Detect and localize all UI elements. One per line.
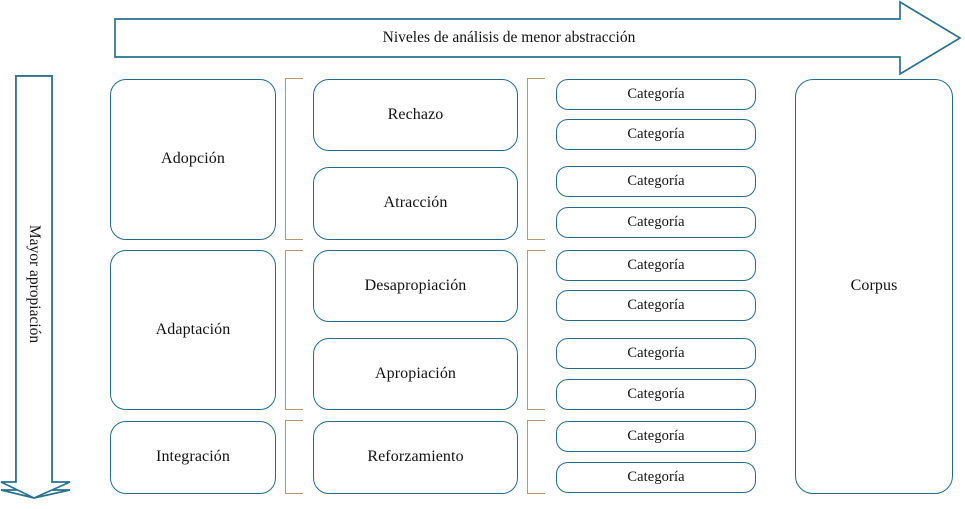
- corpus-box[interactable]: Corpus: [795, 79, 953, 494]
- bracket-col2-group-2: [285, 250, 303, 410]
- category-box[interactable]: Categoría: [556, 421, 756, 452]
- corpus-label: Corpus: [850, 277, 898, 295]
- category-box[interactable]: Categoría: [556, 119, 756, 150]
- category-box[interactable]: Categoría: [556, 250, 756, 281]
- category-box[interactable]: Categoría: [556, 338, 756, 369]
- bracket-col2-group-1: [285, 78, 303, 240]
- category-label: Categoría: [627, 297, 685, 314]
- stage-box-desapropiacion[interactable]: Desapropiación: [313, 250, 518, 322]
- left-arrow-head: [0, 75, 71, 499]
- category-label: Categoría: [627, 257, 685, 274]
- level-box-adaptacion[interactable]: Adaptación: [110, 250, 276, 410]
- category-box[interactable]: Categoría: [556, 166, 756, 197]
- top-arrow-label: Niveles de análisis de menor abstracción: [382, 29, 636, 46]
- category-box[interactable]: Categoría: [556, 462, 756, 493]
- stage-label: Reforzamiento: [367, 448, 464, 466]
- stage-label: Atracción: [383, 194, 448, 212]
- bracket-col3-group-3: [527, 420, 545, 494]
- category-label: Categoría: [627, 126, 685, 143]
- category-label: Categoría: [627, 469, 685, 486]
- category-label: Categoría: [627, 345, 685, 362]
- stage-label: Rechazo: [387, 105, 444, 123]
- category-label: Categoría: [627, 386, 685, 403]
- stage-label: Apropiación: [374, 364, 457, 382]
- bracket-col2-group-3: [285, 420, 303, 494]
- top-arrow-shape: [114, 0, 962, 76]
- category-box[interactable]: Categoría: [556, 207, 756, 238]
- category-label: Categoría: [627, 428, 685, 445]
- left-arrow-label: Mayor apropiación: [26, 224, 43, 344]
- level-label: Adaptación: [155, 320, 231, 338]
- stage-label: Desapropiación: [364, 276, 467, 294]
- level-box-integracion[interactable]: Integración: [110, 421, 276, 494]
- bracket-col3-group-2: [527, 250, 545, 410]
- stage-box-apropiacion[interactable]: Apropiación: [313, 338, 518, 410]
- category-label: Categoría: [627, 214, 685, 231]
- stage-box-rechazo[interactable]: Rechazo: [313, 79, 518, 151]
- level-label: Integración: [156, 448, 230, 466]
- bracket-col3-group-1: [527, 78, 545, 240]
- level-box-adopcion[interactable]: Adopción: [110, 79, 276, 240]
- category-box[interactable]: Categoría: [556, 79, 756, 110]
- stage-box-reforzamiento[interactable]: Reforzamiento: [313, 421, 518, 494]
- category-box[interactable]: Categoría: [556, 379, 756, 410]
- stage-box-atraccion[interactable]: Atracción: [313, 167, 518, 240]
- category-label: Categoría: [627, 86, 685, 103]
- category-box[interactable]: Categoría: [556, 290, 756, 321]
- category-label: Categoría: [627, 173, 685, 190]
- level-label: Adopción: [161, 150, 225, 168]
